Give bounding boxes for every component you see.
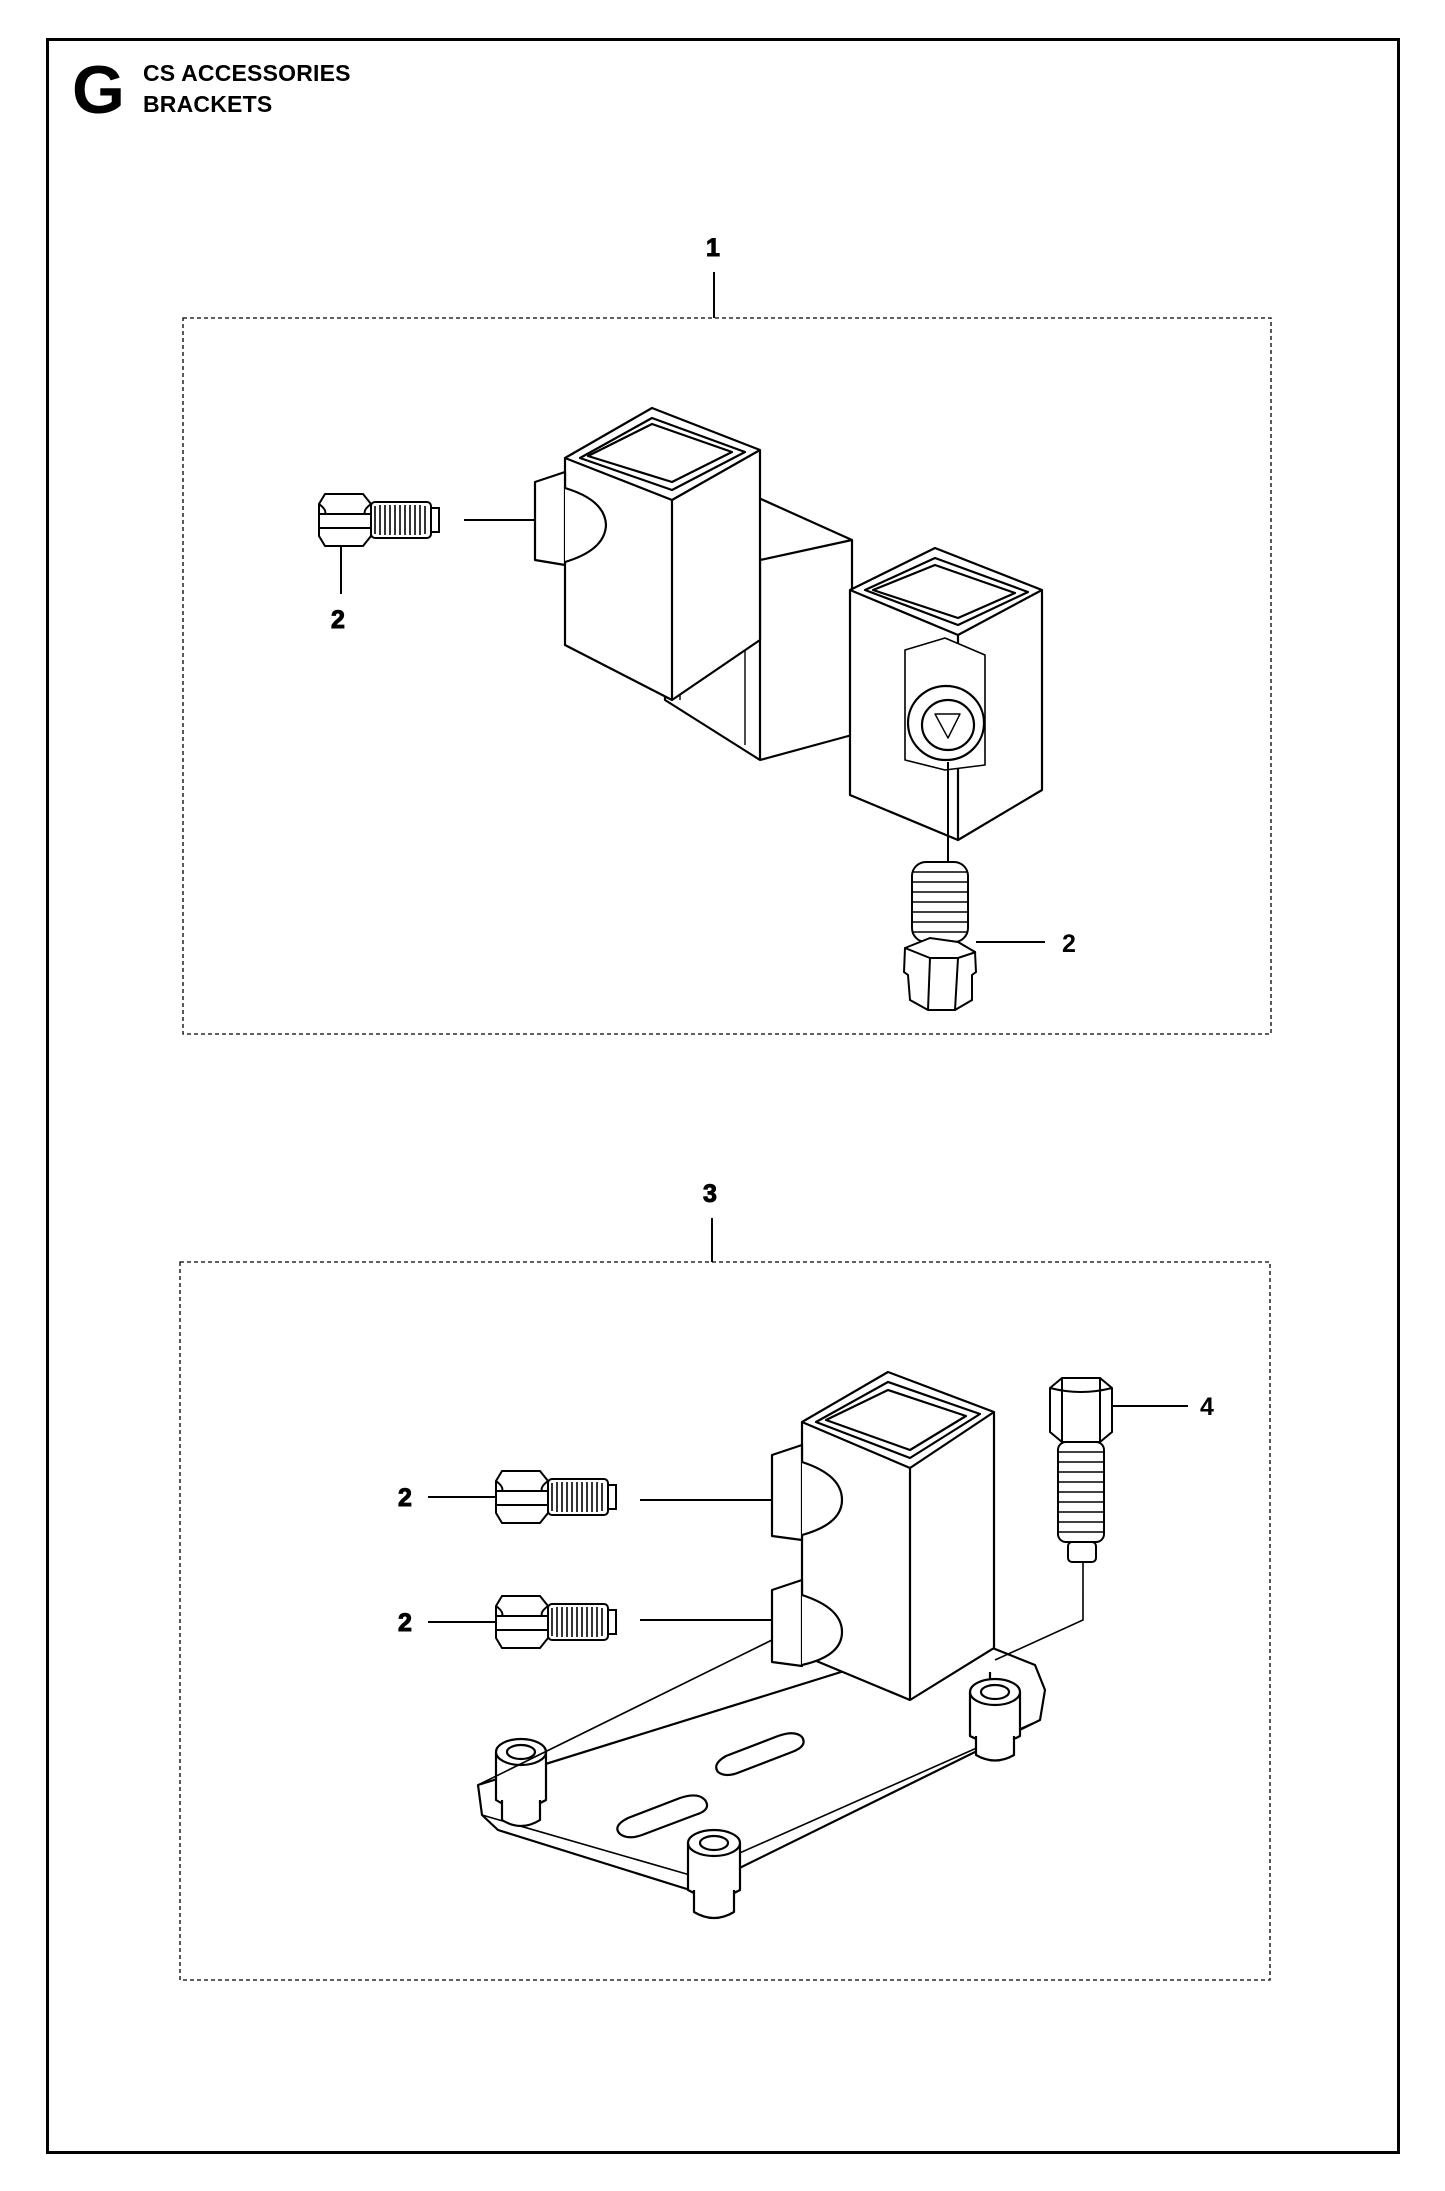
callout-1: 1 (706, 234, 720, 262)
screw-2b: 2 (902, 762, 1076, 1011)
screw-2a: 2 (319, 494, 535, 635)
callout-2c: 2 (398, 1484, 412, 1512)
callout-2d: 2 (398, 1609, 412, 1637)
assembly-1-bracket: 1 (182, 234, 1272, 1035)
callout-2a: 2 (331, 606, 345, 634)
title-line-2: BRACKETS (143, 91, 273, 117)
bolt-4: 4 (1049, 1377, 1214, 1590)
callout-2b: 2 (1062, 930, 1076, 958)
page-frame (46, 38, 1400, 2154)
title-line-1: CS ACCESSORIES (143, 60, 351, 86)
callout-4: 4 (1200, 1393, 1214, 1421)
screw-2c: 2 (398, 1471, 616, 1523)
assembly-3-boundary (179, 1261, 1271, 1981)
assembly-3-base-bracket: 3 (179, 1180, 1271, 1981)
callout-3: 3 (703, 1180, 717, 1208)
section-letter: G (72, 52, 125, 128)
assembly-1-boundary (182, 317, 1272, 1035)
screw-2d: 2 (398, 1596, 616, 1648)
